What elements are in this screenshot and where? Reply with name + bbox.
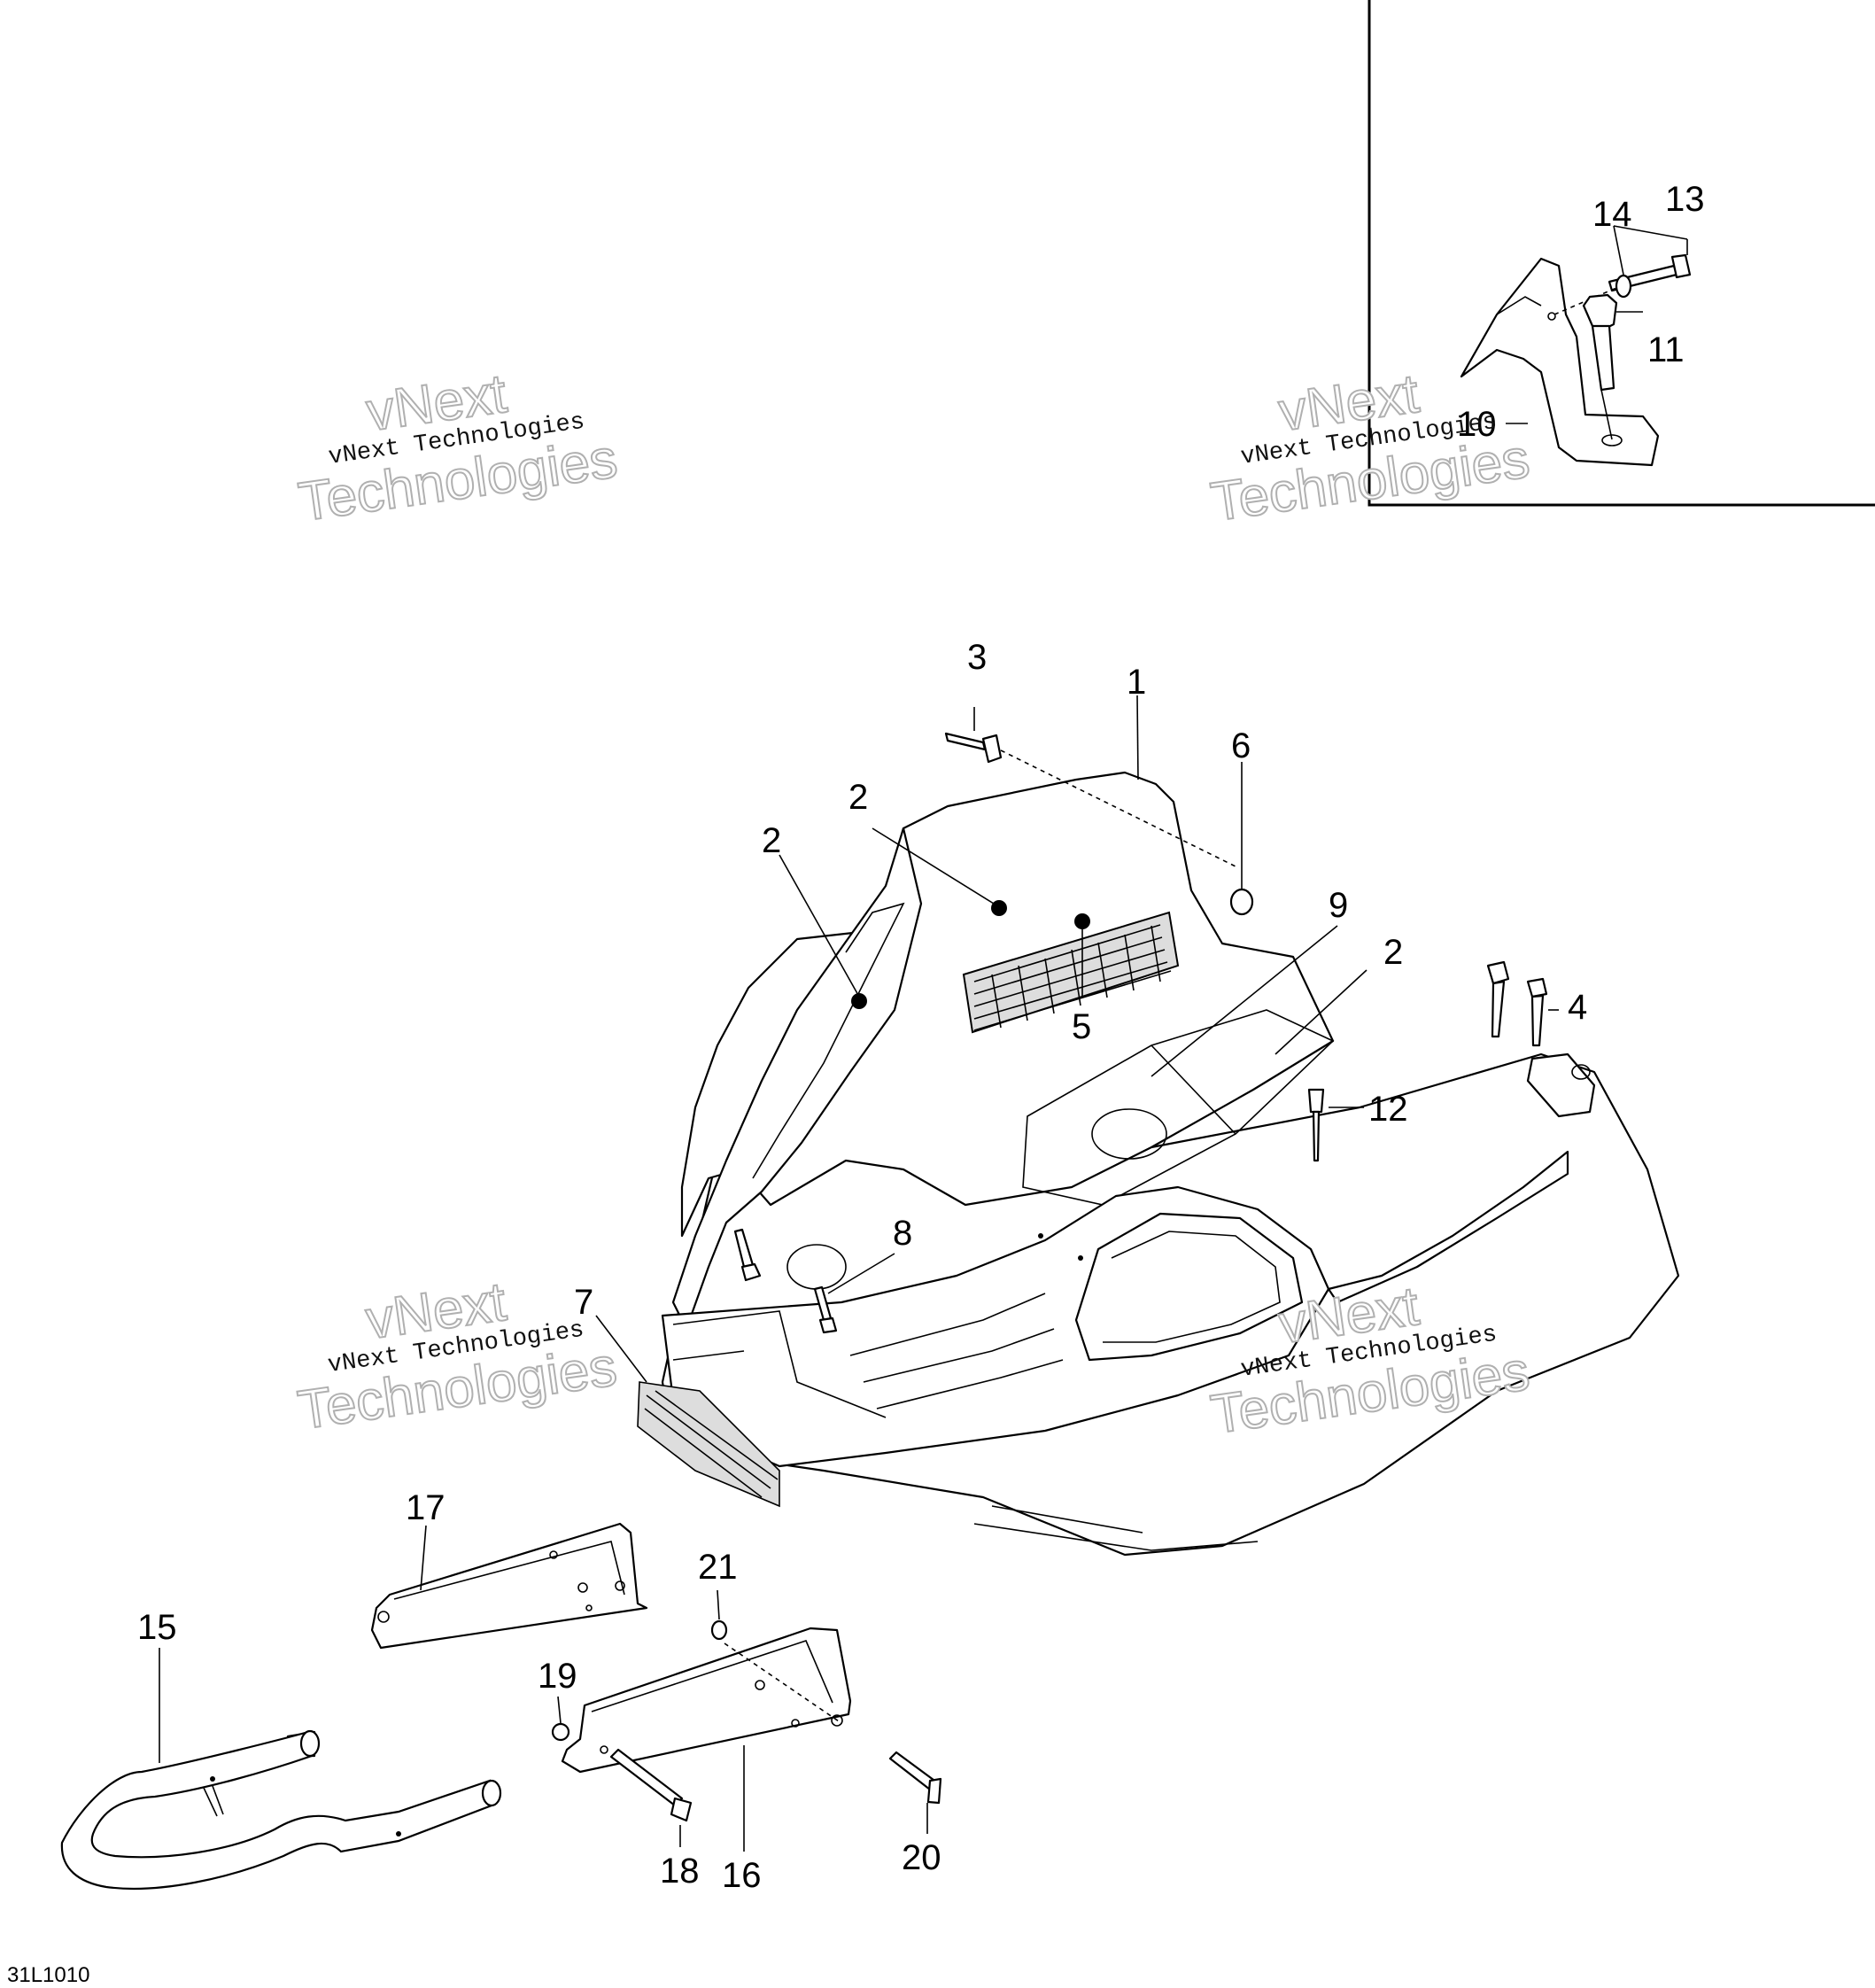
callout-13: 13	[1665, 180, 1705, 219]
mesh-7	[637, 1381, 780, 1508]
bracket-17	[370, 1522, 648, 1650]
watermark-bottom-left: vNext vNext Technologies Technologies	[293, 1270, 621, 1442]
callout-12: 12	[1368, 1090, 1408, 1129]
callout-19: 19	[538, 1657, 577, 1696]
bracket-10	[1460, 257, 1660, 467]
decal-9	[1022, 1009, 1335, 1206]
drawing-code: 31L1010	[7, 1963, 89, 1987]
callout-2: 2	[848, 778, 868, 817]
bolt-20	[888, 1751, 942, 1805]
callout-1: 1	[1127, 663, 1146, 702]
callout-18: 18	[660, 1852, 700, 1891]
bottom-pan-1	[637, 771, 1680, 1557]
callout-21: 21	[698, 1548, 738, 1587]
grille-5	[962, 911, 1180, 1034]
callout-8: 8	[893, 1214, 912, 1253]
rivet-3	[944, 732, 1236, 867]
callout-20: 20	[902, 1838, 941, 1877]
rivets-8	[733, 1228, 838, 1334]
watermark-top-left: vNext vNext Technologies Technologies	[294, 362, 622, 534]
callout-15: 15	[137, 1608, 177, 1647]
callout-5: 5	[1072, 1007, 1091, 1046]
callout-4: 4	[1568, 988, 1587, 1027]
callout-3: 3	[967, 638, 987, 677]
screws-4	[1486, 960, 1548, 1047]
callout-9: 9	[1329, 886, 1348, 925]
callout-10: 10	[1457, 405, 1497, 444]
bolt-11	[1582, 293, 1618, 392]
bolt-18	[609, 1748, 693, 1822]
callout-7: 7	[574, 1283, 593, 1322]
washer-6	[1229, 888, 1254, 916]
inset-detail	[1368, 0, 1875, 507]
bracket-16	[561, 1627, 852, 1774]
nut-21	[710, 1619, 728, 1641]
tow-handle-15	[60, 1729, 502, 1890]
leader-lines	[159, 225, 1688, 1852]
callout-2: 2	[1383, 933, 1403, 972]
callout-6: 6	[1231, 726, 1251, 765]
washer-14	[1615, 274, 1632, 299]
callout-17: 17	[406, 1488, 446, 1527]
rivet-12	[1307, 1088, 1325, 1162]
callout-16: 16	[722, 1856, 762, 1895]
nut-19	[551, 1722, 570, 1742]
callouts: 1 2 2 2 3 4 5 6 7 8 9 10 11 12 13 14 15 …	[137, 180, 1705, 1895]
callout-11: 11	[1647, 330, 1685, 369]
callout-2: 2	[762, 821, 781, 860]
callout-14: 14	[1592, 195, 1632, 234]
